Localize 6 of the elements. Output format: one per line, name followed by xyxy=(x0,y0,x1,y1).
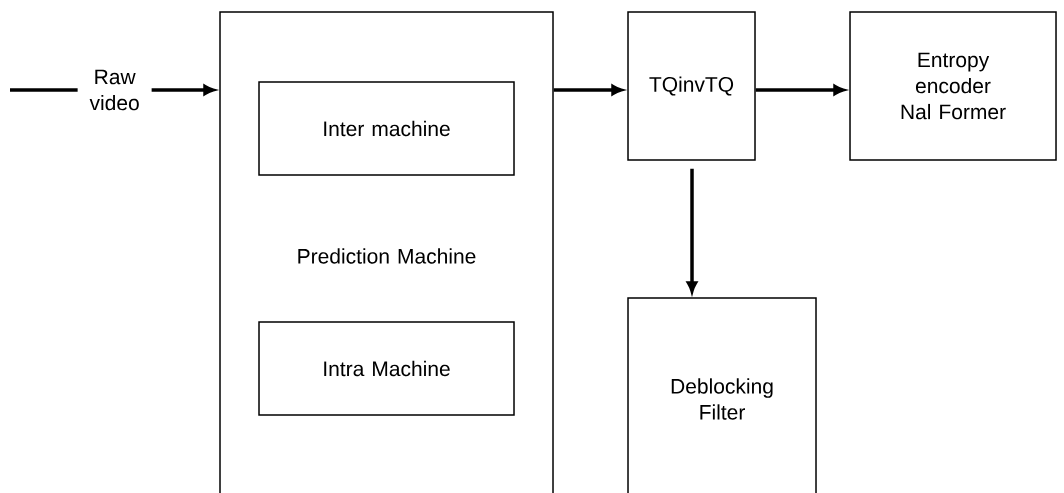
process-box: Intra Machine xyxy=(258,321,515,416)
process-box: TQinvTQ xyxy=(627,11,756,161)
edge-label: Raw video xyxy=(77,67,152,113)
process-box: Entropy encoder Nal Former xyxy=(849,11,1057,161)
process-box: Deblocking Filter xyxy=(627,297,817,493)
process-box: Inter machine xyxy=(258,81,515,176)
